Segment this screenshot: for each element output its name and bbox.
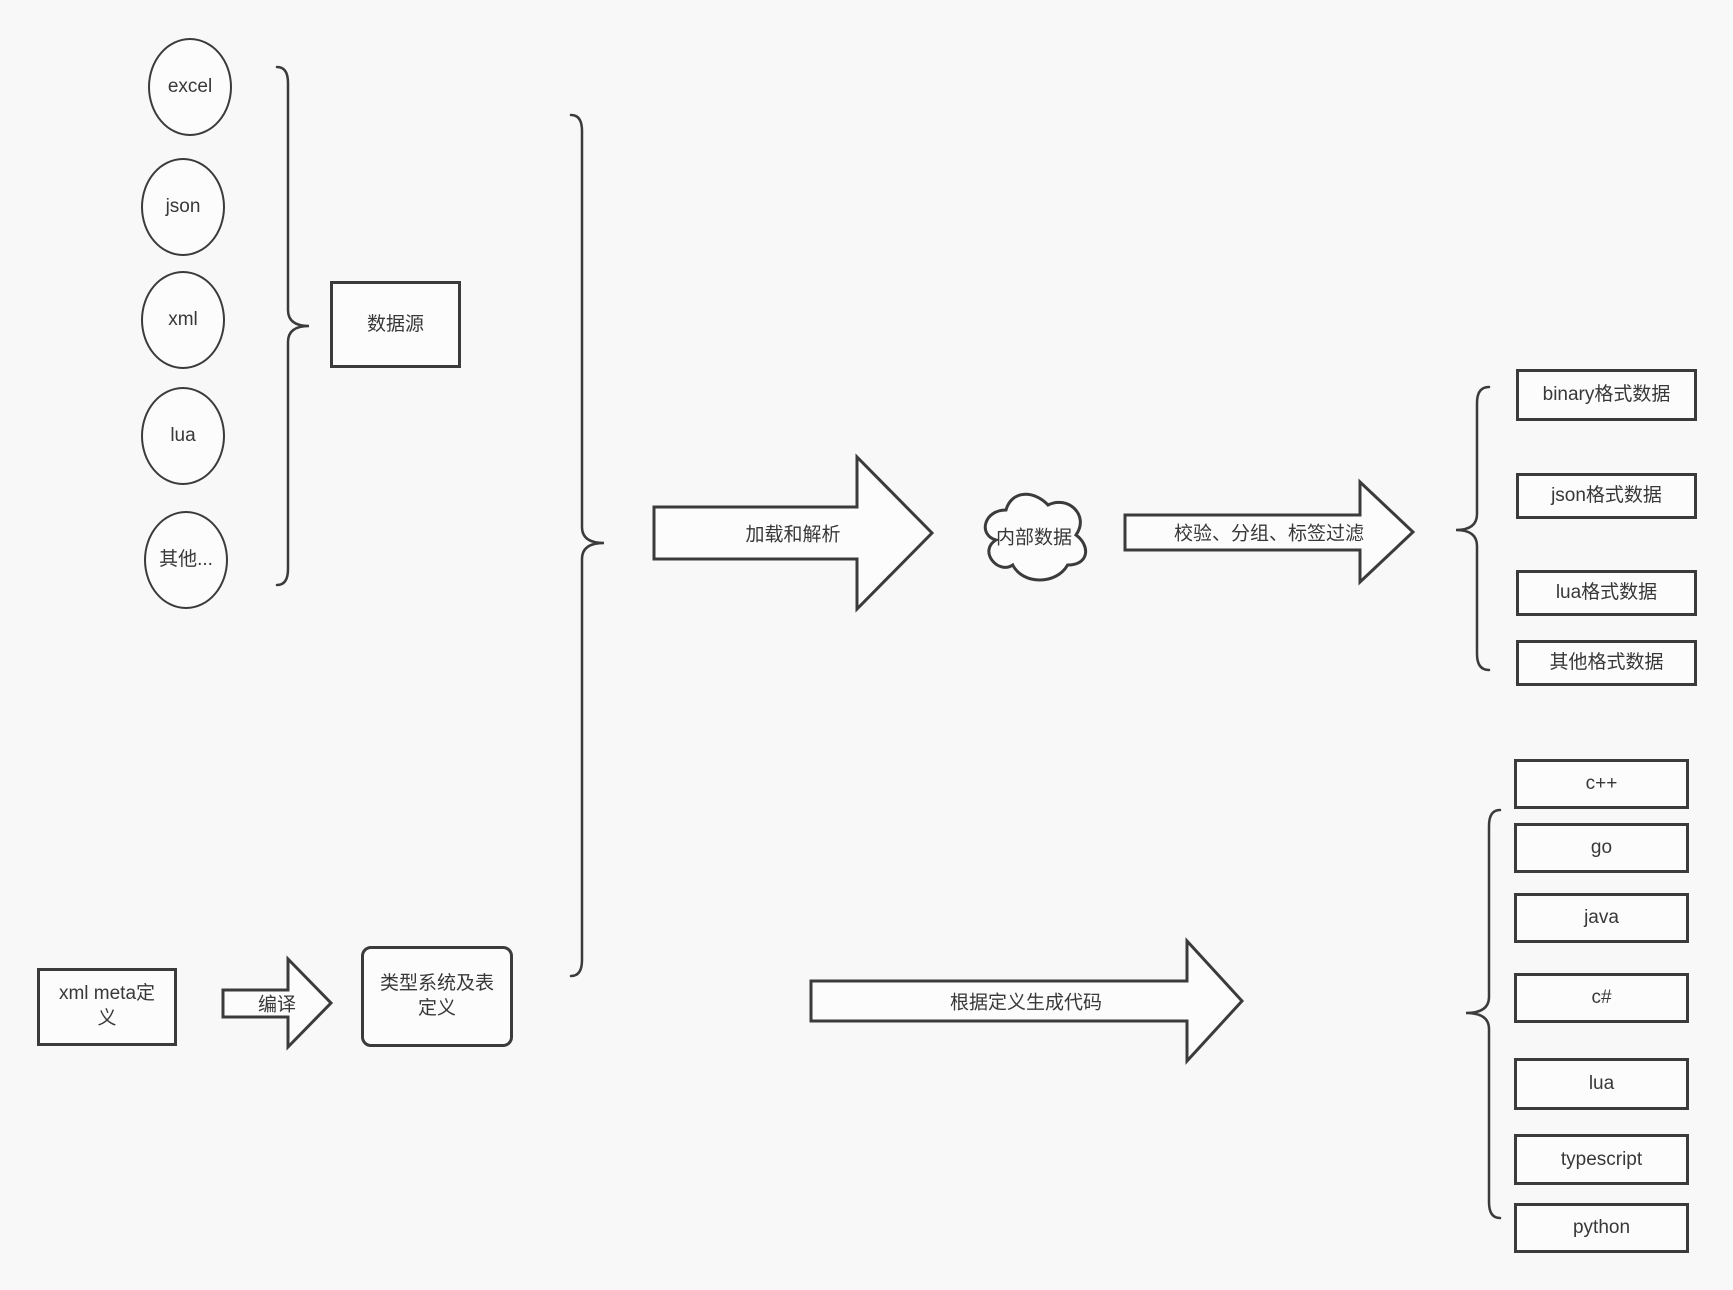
- language-box-lua: lua: [1514, 1058, 1689, 1110]
- language-box-python: python: [1514, 1203, 1689, 1253]
- language-box-cpp: c++: [1514, 759, 1689, 809]
- data-format-box-json: json格式数据: [1516, 473, 1697, 519]
- internal-data-cloud-shape: [983, 492, 1087, 582]
- type-system-box: 类型系统及表定义: [361, 946, 513, 1047]
- generate-code-arrow-shape: [809, 937, 1245, 1065]
- type-system-label: 类型系统及表定义: [379, 972, 494, 1019]
- filter-arrow-label: 校验、分组、标签过滤: [1173, 523, 1365, 545]
- load-parse-arrow-label: 加载和解析: [745, 524, 841, 546]
- generate-code-arrow-label: 根据定义生成代码: [949, 992, 1103, 1014]
- data-format-label: 其他格式数据: [1549, 652, 1664, 674]
- data-source-box: 数据源: [330, 281, 461, 368]
- data-format-box-other: 其他格式数据: [1516, 640, 1697, 686]
- inputs-group-brace: [569, 113, 605, 978]
- data-format-label: lua格式数据: [1555, 582, 1658, 604]
- language-label: go: [1590, 837, 1613, 859]
- language-box-typescript: typescript: [1514, 1134, 1689, 1185]
- source-node-label: 其他...: [159, 549, 213, 571]
- language-label: java: [1584, 907, 1619, 929]
- source-node-label: excel: [167, 76, 213, 98]
- data-format-label: binary格式数据: [1542, 384, 1671, 406]
- xml-meta-box: xml meta定义: [37, 968, 177, 1046]
- source-node-excel: excel: [148, 38, 232, 136]
- language-box-csharp: c#: [1514, 973, 1689, 1023]
- source-node-label: json: [165, 196, 201, 218]
- languages-brace: [1465, 808, 1502, 1220]
- sources-group-brace: [275, 65, 310, 587]
- source-node-lua: lua: [141, 387, 225, 485]
- data-source-label: 数据源: [366, 313, 424, 335]
- data-formats-brace: [1455, 385, 1491, 672]
- source-node-xml: xml: [141, 271, 225, 369]
- data-format-box-lua: lua格式数据: [1516, 570, 1697, 616]
- data-format-box-binary: binary格式数据: [1516, 369, 1697, 421]
- internal-data-cloud-label: 内部数据: [995, 527, 1073, 549]
- language-label: python: [1572, 1217, 1631, 1239]
- language-label: typescript: [1560, 1148, 1643, 1170]
- source-node-label: lua: [170, 425, 196, 447]
- language-label: lua: [1588, 1073, 1615, 1095]
- load-parse-arrow-shape: [652, 453, 935, 613]
- language-box-java: java: [1514, 893, 1689, 943]
- source-node-label: xml: [168, 309, 198, 331]
- source-node-json: json: [141, 158, 225, 256]
- compile-arrow-shape: [221, 955, 334, 1051]
- filter-arrow-shape: [1123, 478, 1416, 586]
- data-format-label: json格式数据: [1551, 485, 1662, 507]
- language-label: c#: [1591, 987, 1612, 1009]
- language-label: c++: [1585, 773, 1618, 795]
- source-node-other: 其他...: [144, 511, 228, 609]
- language-box-go: go: [1514, 823, 1689, 873]
- compile-arrow-label: 编译: [257, 994, 297, 1016]
- xml-meta-label: xml meta定义: [58, 983, 156, 1029]
